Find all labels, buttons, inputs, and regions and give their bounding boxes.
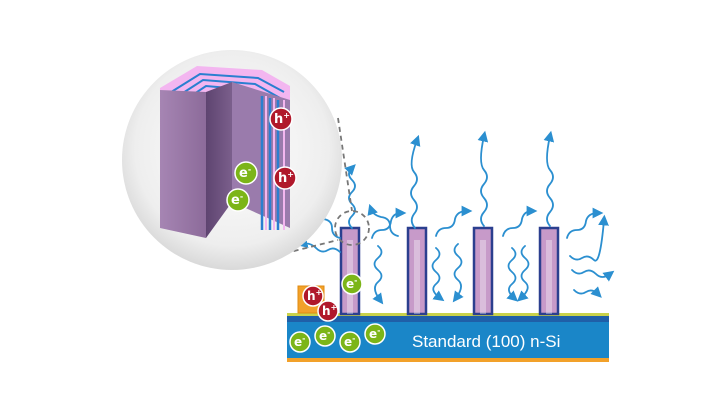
hole-carrier: h+ [317,300,339,322]
substrate-label: Standard (100) n-Si [412,332,560,351]
svg-text:e-: e- [239,165,251,181]
photon-wave [372,245,384,305]
inset-magnified-view: h+ h+ e- e- [122,50,342,270]
passivation-layer [287,316,609,322]
svg-text:h+: h+ [278,170,294,186]
hole-carrier: h+ [269,107,293,131]
photon-wave [517,245,530,302]
photon-wave [367,203,399,237]
photon-waves [296,130,615,305]
electron-carrier: e- [341,273,363,295]
electron-carrier: e- [339,331,361,353]
nanowire [339,226,361,316]
electron-carrier: e- [314,325,336,347]
svg-text:h+: h+ [322,303,337,318]
photon-wave [573,286,602,298]
photon-wave [410,134,421,229]
photon-wave [431,247,445,302]
svg-text:e-: e- [294,334,305,349]
photon-wave [435,205,473,237]
photon-wave [566,207,604,239]
substrate-carriers: h+ h+ e- e- e- e- e- [289,273,386,353]
photon-wave [477,130,489,227]
nanowire [406,226,428,316]
zoom-target-circle [334,210,370,246]
photon-wave [506,247,519,302]
photon-wave [344,164,356,229]
zoom-connector [337,117,353,212]
photon-wave [569,214,609,262]
nanowire [472,226,494,316]
core-face-inner [206,82,232,238]
svg-text:h+: h+ [274,111,290,127]
core-face-left [160,90,206,238]
svg-text:h+: h+ [307,288,322,303]
svg-text:e-: e- [319,328,330,343]
photon-wave [371,207,407,239]
nanowire-array [339,226,560,316]
photon-wave [571,269,615,282]
top-contact-grid [287,313,609,316]
svg-text:e-: e- [369,326,380,341]
photon-wave [296,237,341,253]
hole-carrier: h+ [302,285,324,307]
zoom-callout [249,117,370,263]
photon-wave [452,243,464,303]
svg-text:e-: e- [231,192,243,208]
electron-carrier: e- [226,188,250,212]
svg-text:e-: e- [346,276,357,291]
photon-wave [543,130,555,227]
electron-carrier: e- [364,323,386,345]
svg-text:e-: e- [344,334,355,349]
electron-carrier: e- [289,331,311,353]
electron-carrier: e- [234,161,258,185]
nanowire [538,226,560,316]
back-contact [287,358,609,362]
photon-wave [502,205,538,237]
hole-carrier: h+ [273,166,297,190]
zoom-connector [249,239,339,263]
